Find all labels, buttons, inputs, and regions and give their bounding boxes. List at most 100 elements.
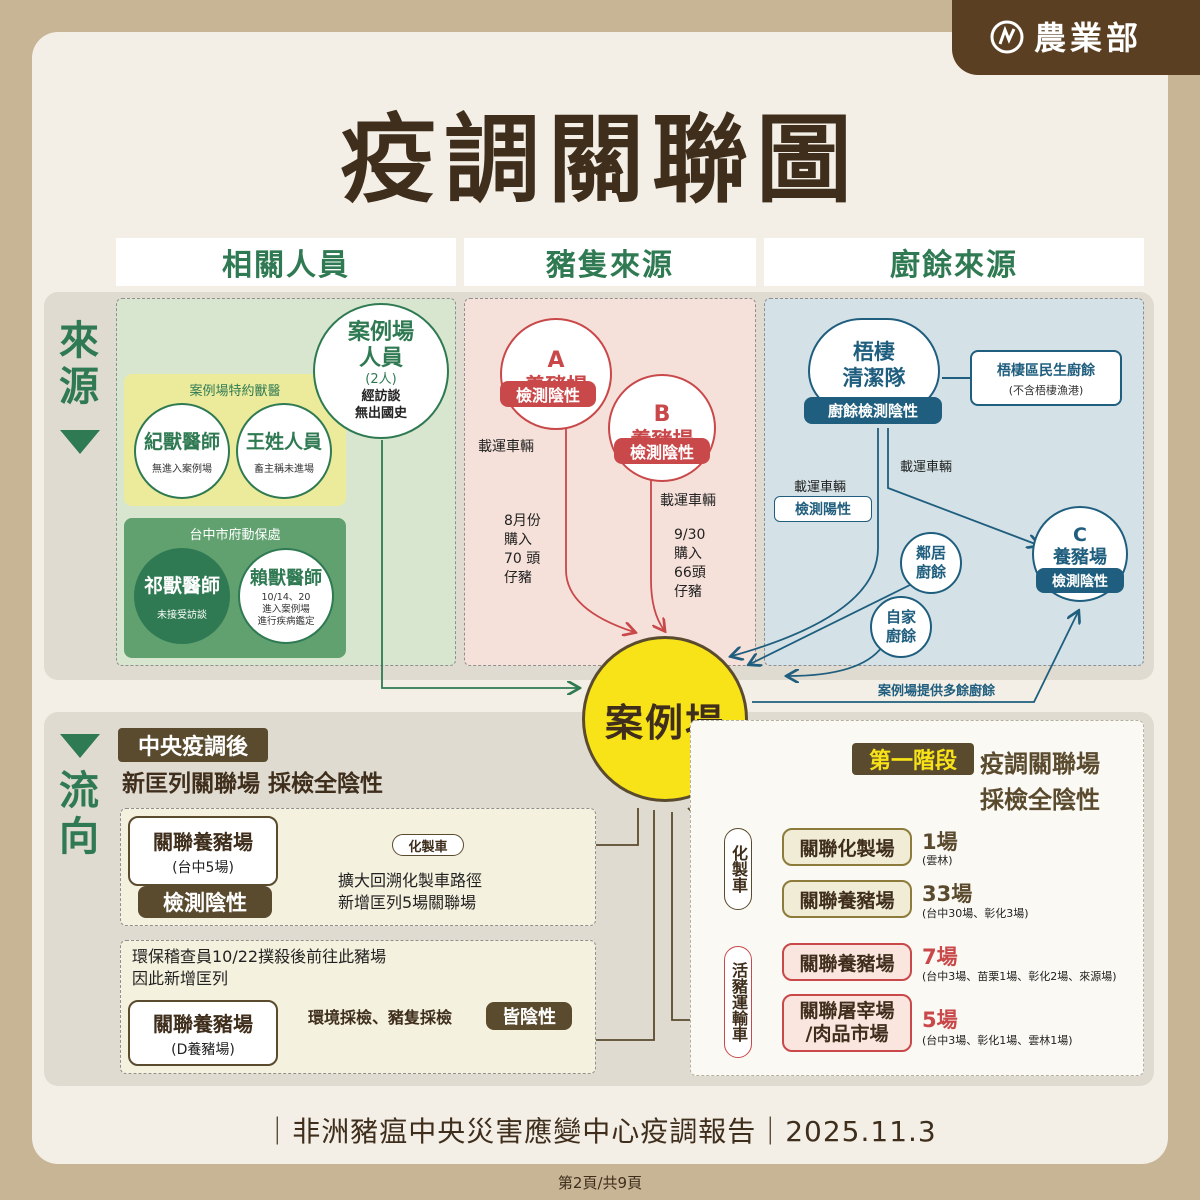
kitchen-waste-name: 梧棲區民生廚餘 <box>997 363 1095 379</box>
left-farm2-box: 關聯養豬場 (D養豬場) <box>128 1000 278 1066</box>
vet-qi-note: 未接受訪談 <box>157 610 207 621</box>
inspector-note: 環保稽查員10/22撲殺後前往此豬場 因此新增匡列 <box>132 946 386 990</box>
neighbor-waste-node: 鄰居 廚餘 <box>900 532 962 594</box>
cleaning-team-line-1: 梧棲 <box>853 340 895 364</box>
farm-a-letter: A <box>547 348 565 373</box>
cleaning-team-node: 梧棲 清潔隊 <box>808 318 940 412</box>
r2-count: 33場 <box>922 882 973 906</box>
case-staff-line-2: 人員 <box>358 346 403 371</box>
all-negative-badge: 皆陰性 <box>486 1002 572 1030</box>
cleaning-team-line-2: 清潔隊 <box>842 366 906 390</box>
r3-count: 7場 <box>922 945 958 969</box>
farm-b-purchase: 9/30 購入 66頭 仔豬 <box>674 526 706 602</box>
farm-b-purchase-1: 9/30 <box>674 527 706 543</box>
staff-wang-note: 畜主稱未進場 <box>254 464 314 475</box>
right-flow-subtitle: 採檢全陰性 <box>980 786 1100 814</box>
vet-ji-name: 紀獸醫師 <box>143 431 220 453</box>
farm-b-purchase-3: 66頭 <box>674 565 706 581</box>
column-header-people: 相關人員 <box>116 238 456 286</box>
logo-name: 農業部 <box>1034 19 1143 57</box>
farm-a-arrow <box>565 418 634 632</box>
cleaning-team-badge: 廚餘檢測陰性 <box>804 397 942 424</box>
r3-note: (台中3場、苗栗1場、彰化2場、來源場) <box>922 970 1117 983</box>
farm-a-node: A 養豬場 <box>500 318 612 430</box>
vet-lai-name: 賴獸醫師 <box>250 568 322 589</box>
r4-name-2: /肉品市場 <box>805 1023 889 1045</box>
farm-a-badge: 檢測陰性 <box>500 381 596 407</box>
side-label-flow: 流向 <box>59 768 99 860</box>
side-label-source: 來源 <box>59 318 99 410</box>
down-triangle-icon <box>60 430 100 454</box>
down-triangle-icon <box>60 734 100 758</box>
farm-c-letter: C <box>1073 524 1087 546</box>
farm-a-purchase-2: 購入 <box>504 532 532 548</box>
right-flow-title: 疫調關聯場 <box>980 750 1100 778</box>
inspector-note-2: 因此新增匡列 <box>132 969 229 988</box>
farm-a-purchase-1: 8月份 <box>504 513 541 529</box>
farm-b-badge: 檢測陰性 <box>614 438 710 464</box>
left-farm1-note: (台中5場) <box>172 859 234 876</box>
supply-to-farm-c-arrow <box>752 612 1078 703</box>
kitchen-waste-note: (不含梧棲漁港) <box>1008 384 1084 397</box>
case-staff-line-1: 案例場 <box>347 320 414 345</box>
home-to-case-arrow <box>788 646 883 676</box>
vet-lai-node: 賴獸醫師 10/14、20 進入案例場 進行疾病鑑定 <box>238 548 334 644</box>
r1-count: 1場 <box>922 830 958 854</box>
taichung-group-label: 台中市府動保處 <box>189 528 281 543</box>
vet-ji-note: 無進入案例場 <box>152 464 212 475</box>
r2-note: (台中30場、彰化3場) <box>922 907 1029 920</box>
page-indicator: 第2頁/共9頁 <box>557 1174 643 1192</box>
left-farm1-box: 關聯養豬場 (台中5場) <box>128 816 278 886</box>
farm-c-name: 養豬場 <box>1053 547 1107 568</box>
farm-a-purchase: 8月份 購入 70 頭 仔豬 <box>504 512 541 588</box>
r1-note: (雲林) <box>922 854 953 867</box>
home-waste-line-1: 自家 <box>885 608 916 626</box>
hog-truck-vertical-label: 活豬運輸車 <box>724 946 752 1058</box>
home-waste-node: 自家 廚餘 <box>870 596 932 658</box>
staff-wang-node: 王姓人員 畜主稱未進場 <box>236 403 332 499</box>
farm-b-arrow <box>650 470 664 630</box>
neighbor-waste-line-2: 廚餘 <box>915 563 946 581</box>
left-desc-1: 擴大回溯化製車路徑 <box>338 871 483 890</box>
case-staff-note-2: 無出國史 <box>354 406 407 421</box>
farm-b-purchase-4: 仔豬 <box>674 584 702 600</box>
column-header-food: 廚餘來源 <box>764 238 1144 286</box>
r3-box: 關聯養豬場 <box>782 943 912 981</box>
inspector-note-1: 環保稽查員10/22撲殺後前往此豬場 <box>132 947 387 966</box>
vet-lai-note-1: 10/14、20 <box>261 592 311 603</box>
food-vehicle-right: 載運車輛 <box>900 460 953 475</box>
farm-b-purchase-2: 購入 <box>674 546 702 562</box>
staff-to-case-arrow <box>381 440 578 688</box>
case-staff-note-1: 經訪談 <box>361 389 401 404</box>
farm-b-node: B 養豬場 <box>608 374 716 482</box>
r4-count: 5場 <box>922 1008 958 1032</box>
neighbor-waste-line-1: 鄰居 <box>915 544 946 562</box>
column-header-pigs: 豬隻來源 <box>464 238 756 286</box>
r4-box: 關聯屠宰場 /肉品市場 <box>782 994 912 1052</box>
phase-one-tag: 第一階段 <box>852 743 974 775</box>
r2-box: 關聯養豬場 <box>782 880 912 918</box>
farm-b-vehicle: 載運車輛 <box>660 490 716 510</box>
rendering-truck-tag: 化製車 <box>392 834 464 856</box>
vet-lai-note-2: 進入案例場 <box>262 604 310 615</box>
supply-waste-label: 案例場提供多餘廚餘 <box>876 680 998 699</box>
vet-ji-node: 紀獸醫師 無進入案例場 <box>134 403 230 499</box>
report-footer: ｜非洲豬瘟中央災害應變中心疫調報告｜2025.11.3 <box>263 1115 937 1148</box>
positive-test-badge: 檢測陽性 <box>774 496 872 522</box>
team-to-case-arrow <box>732 428 879 656</box>
farm-b-letter: B <box>653 402 671 427</box>
case-staff-count: (2人) <box>365 372 397 387</box>
kitchen-waste-box: 梧棲區民生廚餘 (不含梧棲漁港) <box>970 350 1122 406</box>
vet-qi-name: 祁獸醫師 <box>143 575 220 597</box>
logo-tab: 農業部 <box>952 0 1200 75</box>
left-desc-2: 新增匡列5場關聯場 <box>338 893 477 912</box>
contract-vet-group-label: 案例場特約獸醫 <box>189 384 281 399</box>
kitchen-link-line <box>942 377 970 379</box>
farm-a-purchase-3: 70 頭 <box>504 551 541 567</box>
home-waste-line-2: 廚餘 <box>885 627 916 645</box>
team-to-farm-c-arrow <box>887 428 1038 545</box>
farm-c-badge: 檢測陰性 <box>1036 568 1124 593</box>
neighbor-to-case-arrow <box>750 583 913 664</box>
left-flow-subtitle: 新匡列關聯場 採檢全陰性 <box>122 771 384 797</box>
farm-a-vehicle: 載運車輛 <box>478 436 534 456</box>
